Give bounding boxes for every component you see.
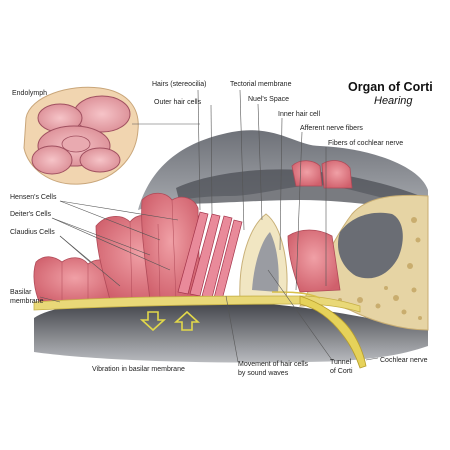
tunnel-space (252, 232, 279, 292)
label-afferent-nerve-fibers: Afferent nerve fibers (300, 125, 363, 132)
label-outer-hair-cells: Outer hair cells (154, 99, 202, 106)
outer-hair-cells (177, 211, 243, 301)
label-fibers-of-cochlear-nerve: Fibers of cochlear nerve (328, 140, 403, 147)
label-cochlear-nerve: Cochlear nerve (380, 357, 428, 364)
label-movement-line1: Movement of hair cells (238, 361, 309, 368)
leader-lines (39, 89, 379, 363)
label-vibration: Vibration in basilar membrane (92, 366, 185, 373)
supporting-cells (33, 160, 353, 305)
diagram-title: Organ of Corti (348, 80, 433, 94)
label-tunnel-line2: of Corti (330, 368, 353, 375)
diagram-subtitle: Hearing (374, 95, 413, 107)
label-basilar-line2: membrane (10, 298, 44, 305)
label-tectorial-membrane: Tectorial membrane (230, 81, 292, 88)
cochlea-inset (23, 86, 139, 185)
label-hensens-cells: Hensen's Cells (10, 194, 57, 201)
label-endolymph: Endolymph (12, 90, 47, 97)
label-hairs: Hairs (stereocilia) (152, 81, 206, 88)
afferent-fibers (271, 291, 321, 299)
label-claudius-cells: Claudius Cells (10, 229, 55, 236)
basilar-membrane-shape (33, 295, 361, 313)
up-arrow-icon (173, 310, 201, 331)
label-inner-hair-cell: Inner hair cell (278, 111, 320, 118)
cochlear-nerve-shape (299, 295, 367, 369)
down-arrow-icon (139, 311, 167, 332)
tectorial-membrane-shape (176, 169, 420, 210)
label-movement-line2: by sound waves (238, 370, 289, 377)
label-nuels-space: Nuel's Space (248, 96, 289, 103)
label-deiters-cells: Deiter's Cells (10, 211, 52, 218)
label-basilar-line1: Basilar (10, 289, 32, 296)
label-tunnel-line1: Tunnel (330, 359, 352, 366)
